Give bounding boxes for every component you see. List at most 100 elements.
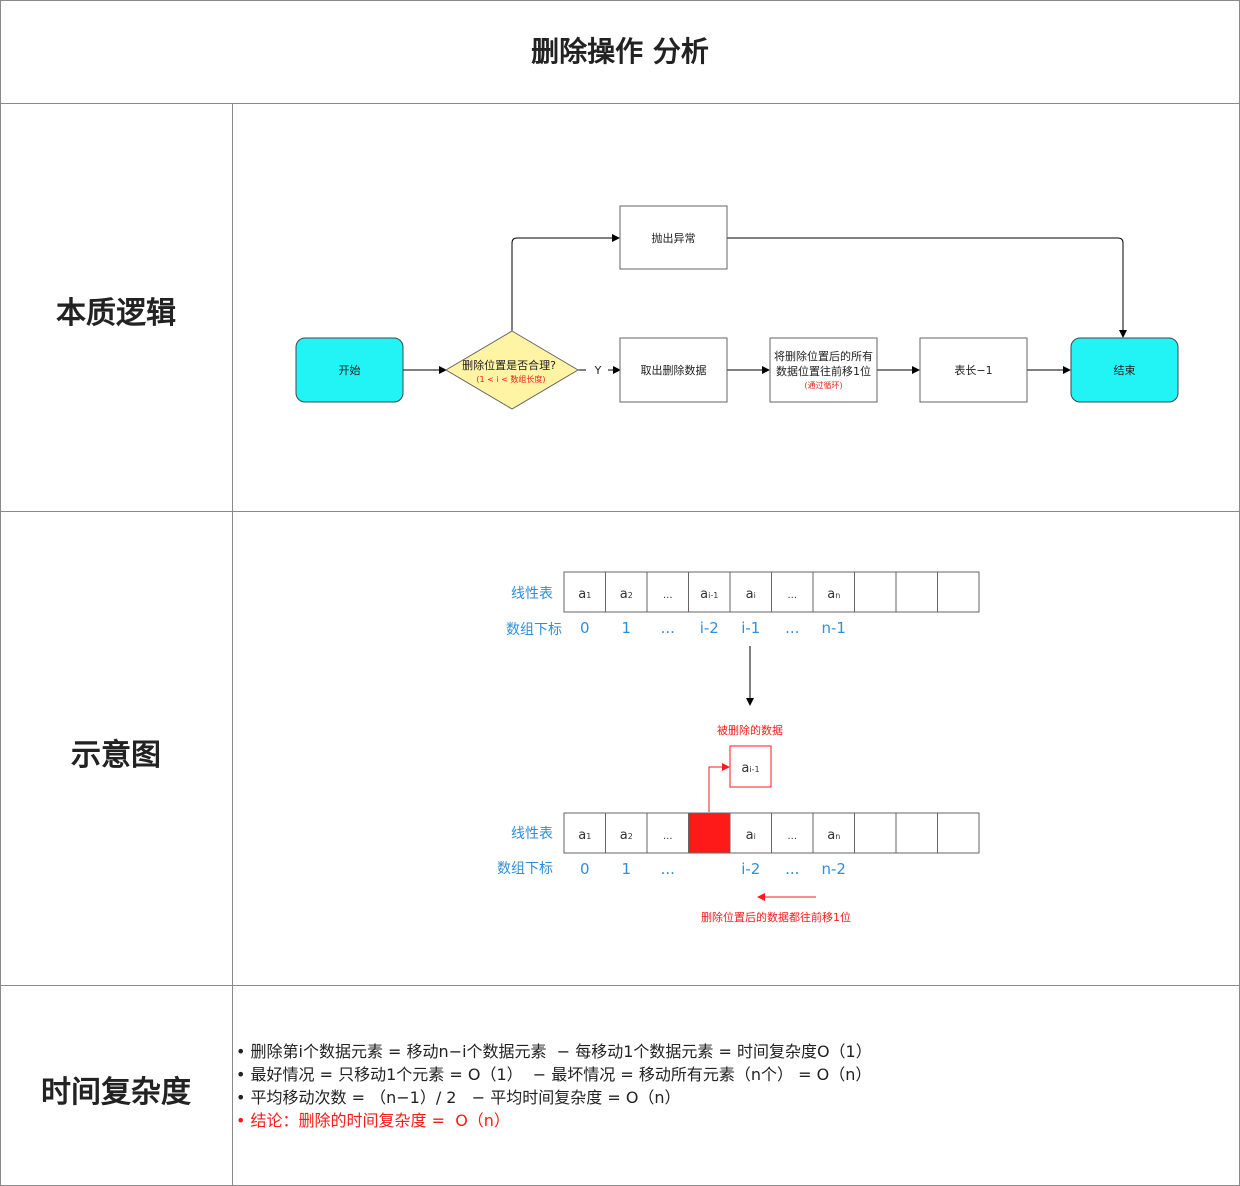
top-array-cell (605, 571, 648, 613)
node-decision-label: 删除位置是否合理? (462, 358, 556, 372)
complexity-line-1: • 删除第i个数据元素 = 移动n−i个数据元素 − 每移动1个数据元素 = 时… (236, 1042, 872, 1061)
node-shift (769, 337, 878, 403)
removed-arrow (708, 763, 730, 812)
node-end-label: 结束 (1114, 364, 1136, 377)
divider-3 (0, 985, 1240, 986)
bottom-array-index: i-2 (741, 860, 760, 878)
top-index-row: 0 1... i-2 i-1... n-1 (580, 619, 846, 637)
bottom-array-cell-sub: i (754, 832, 756, 841)
edge-yes-label: Y (594, 364, 602, 377)
removed-label: 被删除的数据 (717, 723, 783, 737)
bottom-array-index: ... (661, 860, 675, 878)
top-array-cell-main: ... (663, 590, 673, 601)
top-array-cell-label: ai (746, 587, 756, 602)
node-len-label: 表长−1 (954, 363, 992, 377)
bottom-array-index: 1 (621, 860, 631, 878)
top-array-cell-main: a (746, 587, 754, 602)
bottom-array-cell-sub: 1 (586, 832, 591, 841)
node-shift-line1: 将删除位置后的所有 (774, 349, 873, 363)
bottom-array-cell-label: ... (663, 831, 673, 842)
bottom-array-cell-label: a1 (578, 828, 591, 843)
bottom-array-cell (895, 812, 938, 854)
top-array-cell-sub: i (754, 591, 756, 600)
top-array-cell (895, 571, 938, 613)
top-array-cell (937, 571, 980, 613)
divider-2 (0, 511, 1240, 512)
bottom-array-cell-label: ... (787, 831, 797, 842)
page-title: 删除操作 分析 (531, 35, 709, 68)
removed-cell (729, 745, 772, 788)
complexity-conclusion: • 结论：删除的时间复杂度 = O（n） (236, 1111, 510, 1130)
edge-throw-to-end (727, 237, 1127, 338)
top-array-index: i-1 (741, 619, 760, 637)
bottom-array-cell-main: a (827, 828, 835, 843)
top-array-index: ... (785, 619, 799, 637)
shift-note: 删除位置后的数据都往前移1位 (701, 910, 851, 924)
edge-decision-to-throw (511, 234, 620, 331)
bottom-array-cell-main: a (746, 828, 754, 843)
bottom-array-cell-sub: 2 (628, 832, 633, 841)
top-array-index: 1 (621, 619, 631, 637)
top-array-index: ... (661, 619, 675, 637)
top-array-cell (854, 571, 897, 613)
bottom-array-cell-main: a (620, 828, 628, 843)
complexity-list: • 删除第i个数据元素 = 移动n−i个数据元素 − 每移动1个数据元素 = 时… (236, 1040, 872, 1132)
top-array-cell-main: a (620, 587, 628, 602)
node-start (295, 337, 404, 403)
bottom-array-cell-label: an (827, 828, 840, 843)
node-shift-line2: 数据位置往前移1位 (776, 364, 871, 378)
node-fetch-label: 取出删除数据 (641, 363, 707, 377)
bottom-array-cell (646, 812, 689, 854)
bottom-array-cell (563, 812, 606, 854)
top-array-cell (729, 571, 772, 613)
flowchart: 开始 删除位置是否合理? (1 < i < 数组长度) Y 抛出异常 取出删除数… (295, 205, 1179, 410)
complexity-line-3: • 平均移动次数 = （n−1）/ 2 − 平均时间复杂度 = O（n） (236, 1088, 681, 1107)
node-shift-note: (通过循环) (804, 380, 842, 390)
divider-1 (0, 103, 1240, 104)
top-array-cell-main: a (700, 587, 708, 602)
section-label-logic: 本质逻辑 (56, 296, 176, 331)
top-array-index: n-1 (822, 619, 846, 637)
top-array-cell-main: a (827, 587, 835, 602)
top-array-cell (563, 571, 606, 613)
bottom-array-cell (937, 812, 980, 854)
node-fetch (619, 337, 728, 403)
top-array-cell-sub: 2 (628, 591, 633, 600)
bottom-array-cell (688, 812, 731, 854)
top-array-cell-sub: 1 (586, 591, 591, 600)
bottom-array-cell (771, 812, 814, 854)
bottom-array-cell (854, 812, 897, 854)
node-decision (445, 330, 579, 410)
top-index-label: 数组下标 (506, 622, 562, 638)
node-throw (619, 205, 728, 270)
removed-cell-main: a (741, 761, 749, 776)
top-array-index: i-2 (700, 619, 719, 637)
top-array-cell-label: ... (787, 590, 797, 601)
node-end (1070, 337, 1179, 403)
bottom-array-cell (729, 812, 772, 854)
top-array-cell-sub: n (835, 591, 840, 600)
top-array-cell-label: ai-1 (700, 587, 718, 602)
top-array-cell-sub: i-1 (708, 591, 718, 600)
top-array-index: 0 (580, 619, 590, 637)
node-start-label: 开始 (339, 363, 361, 377)
bottom-array-cell-main: ... (787, 831, 797, 842)
removed-cell-label: ai-1 (741, 761, 759, 776)
top-array-cell-label: an (827, 587, 840, 602)
bottom-list-label: 线性表 (511, 826, 553, 842)
bottom-array-cell-main: a (578, 828, 586, 843)
complexity-line-2: • 最好情况 = 只移动1个元素 = O（1） − 最坏情况 = 移动所有元素（… (236, 1065, 872, 1084)
section-label-diagram: 示意图 (71, 738, 161, 773)
top-array-cell (688, 571, 731, 613)
top-array-cell (812, 571, 855, 613)
removed-cell-sub: i-1 (749, 765, 759, 774)
top-array-cell-label: a2 (620, 587, 633, 602)
node-throw-label: 抛出异常 (652, 231, 696, 245)
top-list-label: 线性表 (511, 586, 553, 602)
bottom-array-index: ... (785, 860, 799, 878)
column-divider (232, 103, 233, 1186)
